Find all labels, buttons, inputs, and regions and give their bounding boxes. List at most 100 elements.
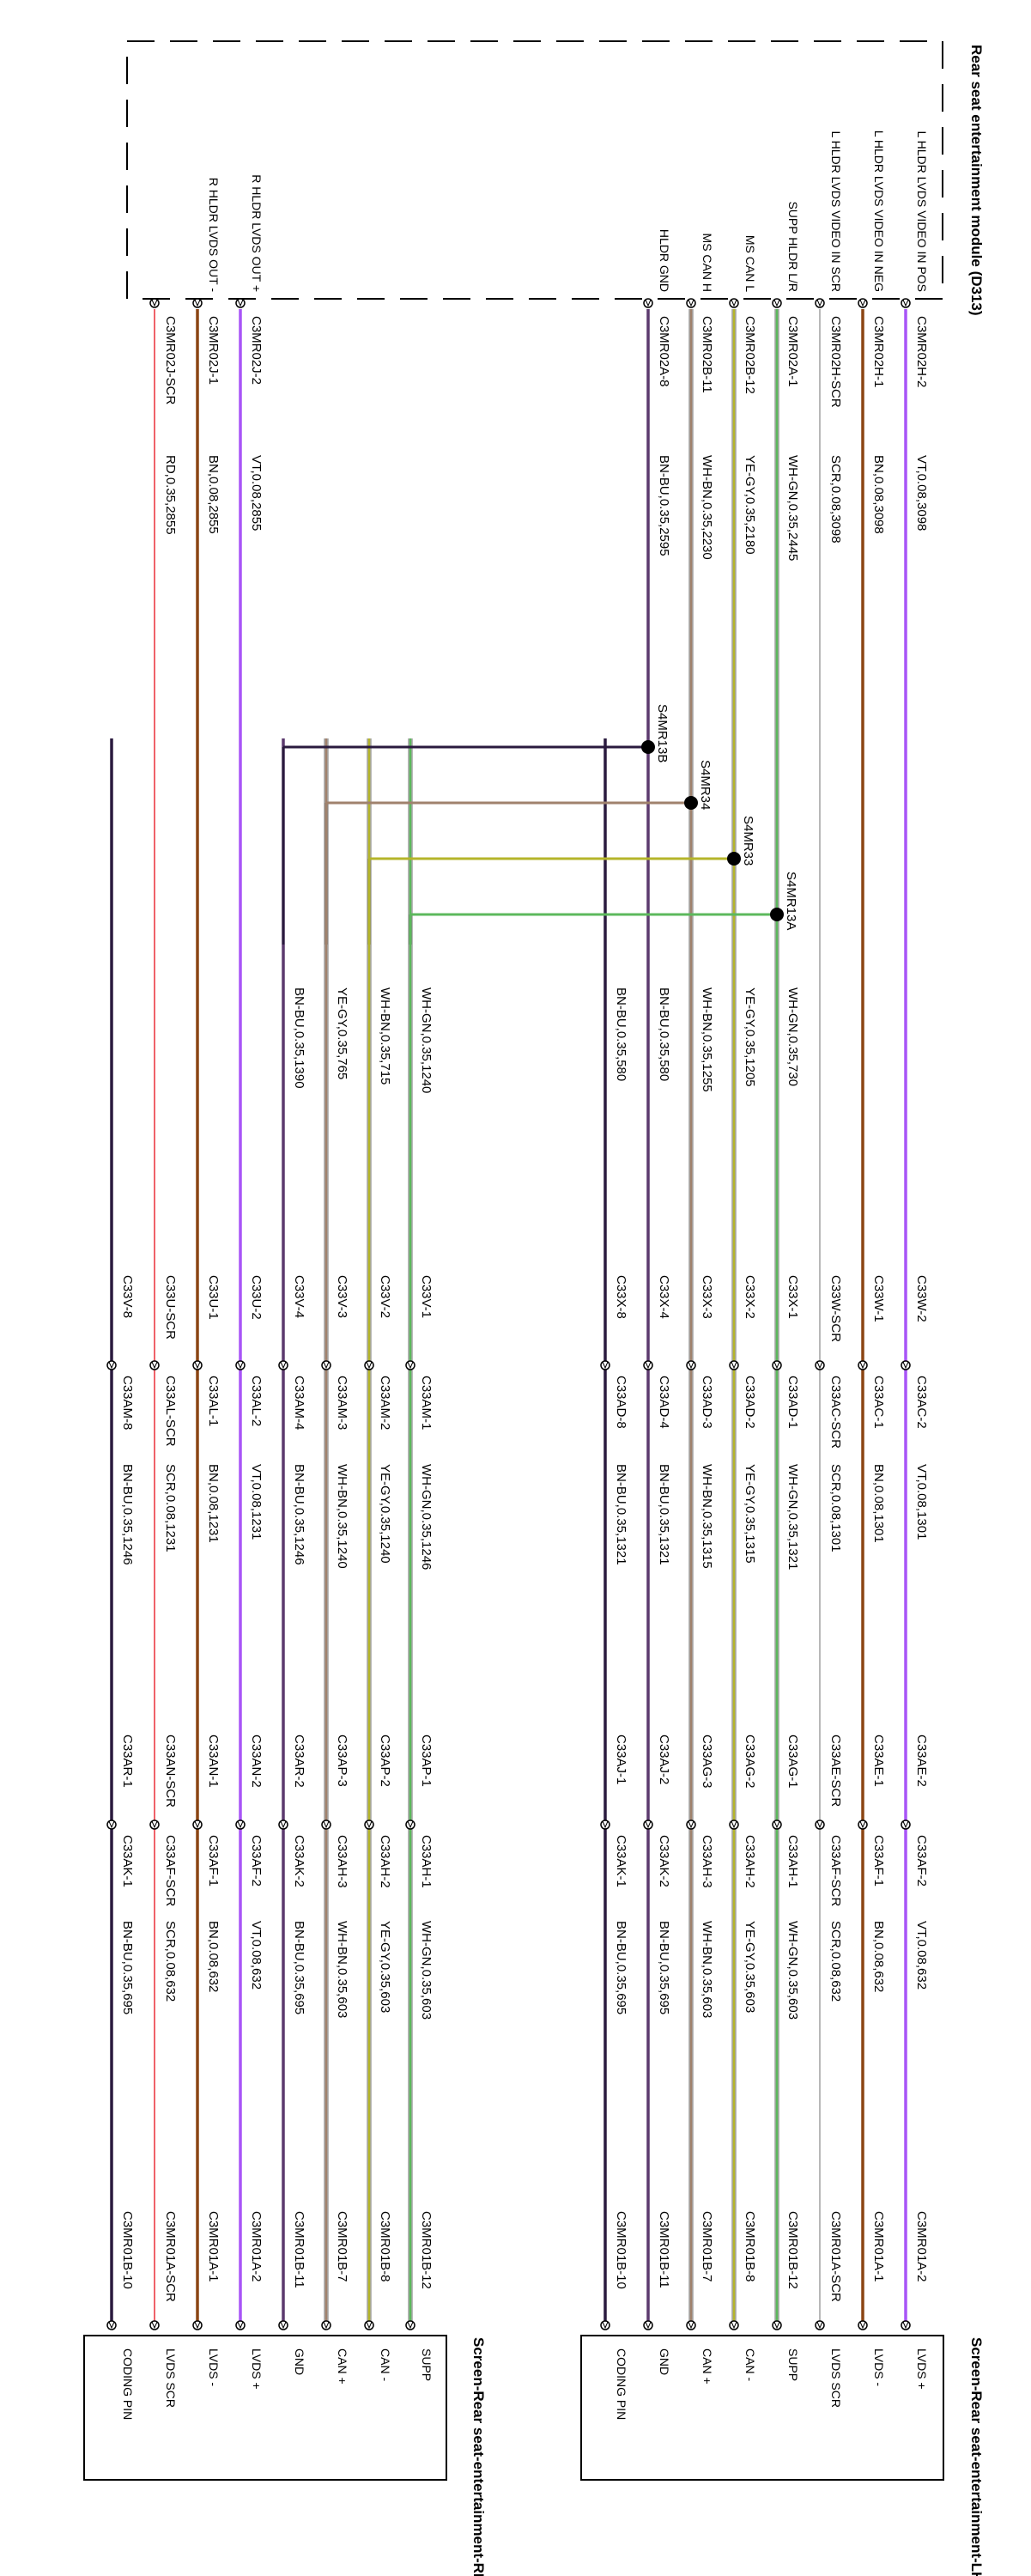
wire-14-l2-label: SCR,0.08,1231 [163, 1464, 178, 1552]
rse-pin-label-1: L HLDR LVDS VIDEO IN NEG [872, 131, 886, 292]
wire-1-l3-label: BN,0.08,632 [871, 1921, 886, 1992]
wire-5-c2-label: C33X-3 [700, 1275, 714, 1319]
wire-8-l1b-label: WH-GN,0.35,1240 [419, 987, 434, 1093]
wire-2-c6-pin-arrow [816, 2321, 823, 2330]
wire-4-l1b-label: YE-GY,0.35,1205 [743, 987, 757, 1087]
wire-9-c6-pin-arrow [366, 2321, 373, 2330]
rse-pin-label-4: MS CAN L [743, 235, 757, 292]
wire-7-l2-label: BN-BU,0.35,1321 [614, 1464, 628, 1565]
wire-13-c3-label: C33AL-1 [206, 1376, 221, 1426]
wire-10-c2-pin-arrow [323, 1361, 330, 1370]
rh-pin-label-1: CAN - [379, 2348, 392, 2381]
wire-2-c6-label: C3MR01A-SCR [828, 2211, 843, 2302]
wire-11-c3-label: C33AM-4 [292, 1376, 306, 1430]
wire-15-c4-pin-arrow [108, 1820, 115, 1829]
rse-pin-label-6: HLDR GND [658, 229, 671, 292]
wire-4-c5-label: C33AH-2 [743, 1835, 757, 1888]
wire-11-l1b-label: BN-BU,0.35,1390 [292, 987, 306, 1089]
rh-pin-label-4: LVDS + [250, 2348, 264, 2390]
wire-9-c4-pin-arrow [366, 1820, 373, 1829]
wire-2-c1-label: C3MR02H-SCR [828, 316, 843, 408]
wire-8-l2-label: WH-GN,0.35,1246 [419, 1464, 434, 1570]
wire-15-l2-label: BN-BU,0.35,1246 [120, 1464, 135, 1565]
wire-4-c1-label: C3MR02B-12 [743, 316, 757, 394]
wire-10-c5-label: C33AH-3 [335, 1835, 349, 1888]
rse-pin-label-7: R HLDR LVDS OUT + [250, 174, 264, 292]
wire-14-c4-label: C33AN-SCR [163, 1735, 178, 1807]
wire-5-l1-label: WH-BN,0.35,2230 [700, 455, 714, 560]
lh-pin-label-6: GND [658, 2348, 671, 2375]
wire-12-l1-label: VT,0.08,2855 [249, 455, 264, 531]
wire-6-l1b-label: BN-BU,0.35,580 [657, 987, 671, 1081]
wire-1-c1-label: C3MR02H-1 [871, 316, 886, 387]
rh-pin-label-5: LVDS - [207, 2348, 221, 2386]
wire-7-l1b-label: BN-BU,0.35,580 [614, 987, 628, 1081]
rse-pin-label-8: R HLDR LVDS OUT - [207, 178, 221, 293]
wire-12-c3-label: C33AL-2 [249, 1376, 264, 1426]
wire-4-c2-label: C33X-2 [743, 1275, 757, 1319]
wire-4-l3-label: YE-GY,0.35,603 [743, 1921, 757, 2013]
wire-7-c2-label: C33X-8 [614, 1275, 628, 1319]
wire-0-c4-label: C33AE-2 [914, 1735, 929, 1787]
wire-6-l1-label: BN-BU,0.35,2595 [657, 455, 671, 556]
wire-9-c2-label: C33V-2 [378, 1275, 392, 1318]
splice-dot-0 [641, 740, 655, 754]
wire-5-c1-pin-arrow [688, 299, 694, 307]
lh-screen-module: Screen-Rear seat-entertainment-LH (D351) [580, 2335, 985, 2576]
wire-0-l2-label: VT,0.08,1301 [914, 1464, 929, 1540]
wire-3-c2-pin-arrow [773, 1361, 780, 1370]
wire-4-c2-pin-arrow [731, 1361, 737, 1370]
wire-7-c3-label: C33AD-8 [614, 1376, 628, 1429]
lh-pin-label-3: SUPP [786, 2348, 800, 2381]
wire-8-c3-label: C33AM-1 [419, 1376, 434, 1430]
rh-pin-label-2: CAN + [336, 2348, 349, 2385]
wire-0-c6-label: C3MR01A-2 [914, 2211, 929, 2282]
lh-pin-label-1: LVDS - [872, 2348, 886, 2386]
wire-11-c4-label: C33AR-2 [292, 1735, 306, 1788]
wire-9-c4-label: C33AP-2 [378, 1735, 392, 1787]
wire-2-c5-label: C33AF-SCR [828, 1835, 843, 1907]
wire-13-c5-label: C33AF-1 [206, 1835, 221, 1886]
lh-pin-label-7: CODING PIN [615, 2348, 628, 2420]
lh-pin-label-4: CAN - [743, 2348, 757, 2381]
wire-9-c3-label: C33AM-2 [378, 1376, 392, 1430]
wire-11-c5-label: C33AK-2 [292, 1835, 306, 1887]
wire-14-c2-label: C33U-SCR [163, 1275, 178, 1340]
wire-14-c1-label: C3MR02J-SCR [163, 316, 178, 405]
wire-7-c4-pin-arrow [602, 1820, 609, 1829]
wire-5-c2-pin-arrow [688, 1361, 694, 1370]
wire-8-l3-label: WH-GN,0.35,603 [419, 1921, 434, 2020]
rse-module: Rear seat entertainment module (D313) [126, 40, 985, 316]
wire-9-l1b-label: WH-BN,0.35,715 [378, 987, 392, 1084]
wire-12-c1-pin-arrow [237, 299, 244, 307]
wire-15-c6-pin-arrow [108, 2321, 115, 2330]
wire-15-c2-label: C33V-8 [120, 1275, 135, 1318]
wire-7-c6-pin-arrow [602, 2321, 609, 2330]
wire-13-c6-pin-arrow [194, 2321, 201, 2330]
wire-12-c6-label: C3MR01A-2 [249, 2211, 264, 2282]
wire-12-c6-pin-arrow [237, 2321, 244, 2330]
wire-6-c1-label: C3MR02A-8 [657, 316, 671, 387]
wire-0-c2-pin-arrow [902, 1361, 909, 1370]
lh-pin-label-0: LVDS + [915, 2348, 929, 2390]
wire-9-l2-label: YE-GY,0.35,1240 [378, 1464, 392, 1564]
wire-2-c2-pin-arrow [816, 1361, 823, 1370]
wire-12-c2-label: C33U-2 [249, 1275, 264, 1320]
lh-screen-title: Screen-Rear seat-entertainment-LH (D351) [968, 2337, 985, 2576]
wire-14-c6-label: C3MR01A-SCR [163, 2211, 178, 2302]
wire-0-c6-pin-arrow [902, 2321, 909, 2330]
wire-8-c5-label: C33AH-1 [419, 1835, 434, 1888]
wire-10-c4-pin-arrow [323, 1820, 330, 1829]
wire-5-l1b-label: WH-BN,0.35,1255 [700, 987, 714, 1092]
splice-label-3: S4MR13A [784, 872, 798, 930]
wire-3-c4-pin-arrow [773, 1820, 780, 1829]
wire-0-l1-label: VT,0.08,3098 [914, 455, 929, 531]
labels-layer: C3MR02H-2VT,0.08,3098C33W-2C33AC-2VT,0.0… [120, 131, 929, 2421]
wire-13-c1-label: C3MR02J-1 [206, 316, 221, 385]
wire-5-c1-label: C3MR02B-11 [700, 316, 714, 393]
wire-12-c1-label: C3MR02J-2 [249, 316, 264, 385]
wire-8-c2-label: C33V-1 [419, 1275, 434, 1318]
wire-8-c4-label: C33AP-1 [419, 1735, 434, 1787]
wire-12-c5-label: C33AF-2 [249, 1835, 264, 1886]
